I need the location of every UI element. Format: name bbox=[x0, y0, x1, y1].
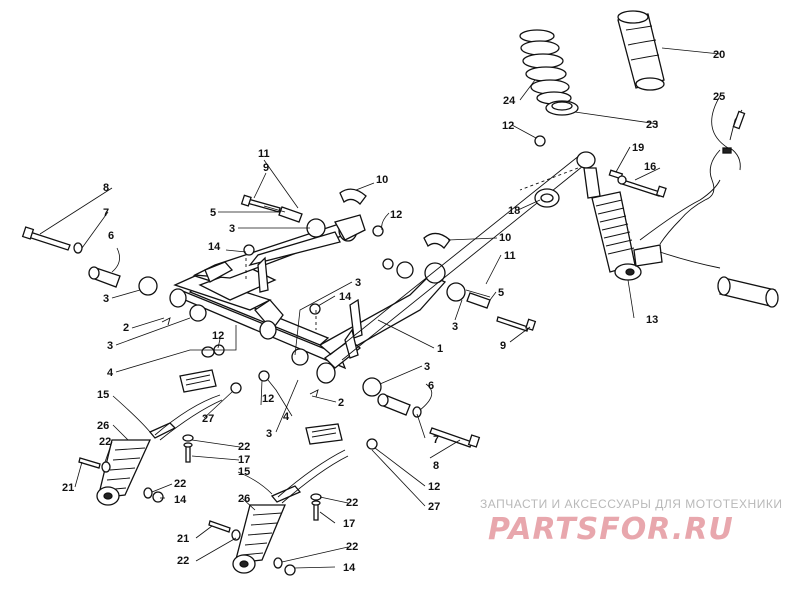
sensor-cable bbox=[659, 109, 746, 245]
callout-22: 22 bbox=[346, 541, 358, 553]
callout-14: 14 bbox=[174, 494, 187, 506]
watermark-tagline: ЗАПЧАСТИ И АКСЕССУАРЫ ДЛЯ МОТОТЕХНИКИ bbox=[480, 497, 783, 511]
callout-2: 2 bbox=[123, 322, 129, 334]
callout-6: 6 bbox=[428, 380, 434, 392]
foot-pegs bbox=[96, 439, 286, 574]
callout-12: 12 bbox=[212, 330, 224, 342]
callout-3: 3 bbox=[424, 361, 430, 373]
callout-9: 9 bbox=[263, 162, 269, 174]
callout-5: 5 bbox=[210, 207, 216, 219]
callout-labels: 1 2 2 3 3 3 3 3 3 3 4 4 5 5 6 6 7 7 8 8 … bbox=[62, 49, 725, 574]
callout-15: 15 bbox=[97, 389, 109, 401]
callout-7: 7 bbox=[433, 434, 439, 446]
callout-22: 22 bbox=[177, 555, 189, 567]
callout-17: 17 bbox=[238, 454, 250, 466]
callout-15: 15 bbox=[238, 466, 250, 478]
callout-19: 19 bbox=[632, 142, 644, 154]
callout-25: 25 bbox=[713, 91, 725, 103]
callout-22: 22 bbox=[346, 497, 358, 509]
callout-27: 27 bbox=[428, 501, 440, 513]
callout-12: 12 bbox=[390, 209, 402, 221]
callout-21: 21 bbox=[177, 533, 189, 545]
callout-16: 16 bbox=[644, 161, 656, 173]
callout-20: 20 bbox=[713, 49, 725, 61]
bellows-boot bbox=[617, 10, 665, 91]
callout-27: 27 bbox=[202, 413, 214, 425]
callout-11: 11 bbox=[258, 148, 270, 160]
callout-5: 5 bbox=[498, 287, 504, 299]
callout-1: 1 bbox=[437, 343, 443, 355]
callout-4: 4 bbox=[283, 411, 290, 423]
callout-4: 4 bbox=[107, 367, 114, 379]
callout-14: 14 bbox=[343, 562, 356, 574]
watermark-logo: PARTSFOR.RU bbox=[488, 512, 734, 547]
callout-12: 12 bbox=[262, 393, 274, 405]
callout-17: 17 bbox=[343, 518, 355, 530]
callout-14: 14 bbox=[339, 291, 352, 303]
callout-8: 8 bbox=[433, 460, 439, 472]
callout-10: 10 bbox=[499, 232, 511, 244]
coil-spring bbox=[519, 29, 572, 105]
callout-8: 8 bbox=[103, 182, 109, 194]
callout-14: 14 bbox=[208, 241, 221, 253]
leader-lines bbox=[39, 47, 729, 569]
bushings bbox=[138, 218, 466, 397]
saddle-upper bbox=[339, 188, 367, 205]
callout-6: 6 bbox=[108, 230, 114, 242]
callout-18: 18 bbox=[508, 205, 520, 217]
callout-11: 11 bbox=[504, 250, 516, 262]
callout-3: 3 bbox=[229, 223, 235, 235]
callout-10: 10 bbox=[376, 174, 388, 186]
callout-3: 3 bbox=[355, 277, 361, 289]
callout-26: 26 bbox=[238, 493, 250, 505]
nuts bbox=[152, 135, 546, 576]
callout-12: 12 bbox=[428, 481, 440, 493]
callout-7: 7 bbox=[103, 207, 109, 219]
part-drawings bbox=[21, 10, 779, 576]
callout-3: 3 bbox=[107, 340, 113, 352]
callout-12: 12 bbox=[502, 120, 514, 132]
callout-2: 2 bbox=[338, 397, 344, 409]
callout-13: 13 bbox=[646, 314, 658, 326]
callout-3: 3 bbox=[103, 293, 109, 305]
callout-9: 9 bbox=[500, 340, 506, 352]
shock-absorber bbox=[576, 151, 779, 308]
callout-23: 23 bbox=[646, 119, 658, 131]
callout-3: 3 bbox=[452, 321, 458, 333]
callout-22: 22 bbox=[174, 478, 186, 490]
saddle-lower bbox=[423, 232, 451, 249]
callout-3: 3 bbox=[266, 428, 272, 440]
spring-seat bbox=[545, 100, 579, 116]
cross-tube bbox=[169, 266, 347, 384]
footrest-brackets bbox=[148, 369, 349, 504]
callout-22: 22 bbox=[238, 441, 250, 453]
callout-26: 26 bbox=[97, 420, 109, 432]
callout-24: 24 bbox=[503, 95, 516, 107]
callout-22: 22 bbox=[99, 436, 111, 448]
lower-swing-arm bbox=[318, 262, 447, 369]
callout-21: 21 bbox=[62, 482, 74, 494]
